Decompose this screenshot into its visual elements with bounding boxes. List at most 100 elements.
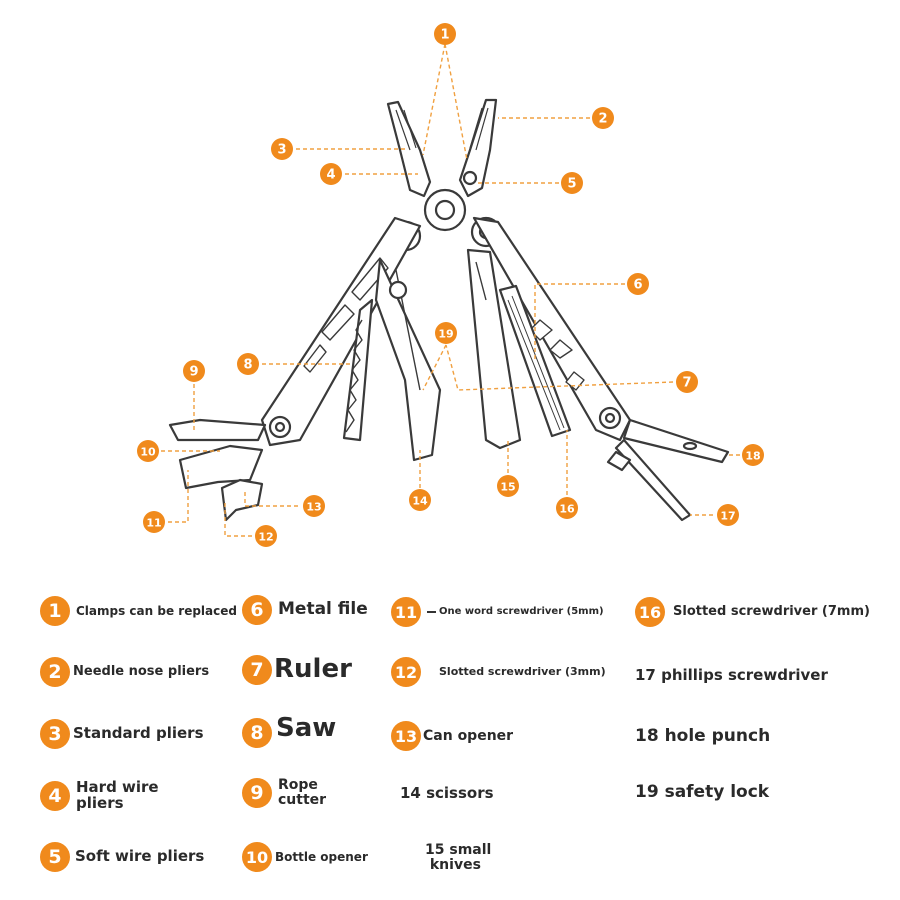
callout-circle bbox=[320, 163, 342, 185]
legend-item-7: 7 Ruler bbox=[242, 655, 352, 685]
callout-circle bbox=[435, 322, 457, 344]
multitool-illustration bbox=[168, 98, 730, 522]
legend-label: 15 small knives bbox=[425, 842, 492, 873]
callout-circle bbox=[183, 360, 205, 382]
legend-item-12: 12 Slotted screwdriver (3mm) bbox=[391, 657, 606, 687]
legend-item-1: 1 Clamps can be replaced bbox=[40, 596, 237, 626]
legend-label: Bottle opener bbox=[275, 849, 368, 864]
bottle-opener bbox=[178, 444, 264, 490]
legend-number-badge: 1 bbox=[40, 596, 70, 626]
callout-11: 11 bbox=[143, 511, 165, 533]
callout-number: 2 bbox=[598, 112, 607, 127]
callout-circle bbox=[742, 444, 764, 466]
legend-number-badge: 7 bbox=[242, 655, 272, 685]
can-opener bbox=[220, 478, 264, 522]
legend-label: Slotted screwdriver (7mm) bbox=[673, 604, 870, 620]
callout-1: 1 bbox=[434, 23, 456, 45]
callout-10: 10 bbox=[137, 440, 159, 462]
legend-number-badge: 4 bbox=[40, 780, 70, 811]
scissors bbox=[374, 258, 442, 462]
legend-number-badge: 9 bbox=[242, 778, 272, 808]
callout-number: 16 bbox=[559, 503, 575, 516]
callout-number: 12 bbox=[258, 531, 273, 544]
dash-mark bbox=[427, 611, 436, 613]
callout-14: 14 bbox=[409, 489, 431, 511]
legend-label: 17 phillips screwdriver bbox=[635, 666, 828, 684]
callout-circle bbox=[409, 489, 431, 511]
legend-item-5: 5 Soft wire pliers bbox=[40, 842, 204, 872]
legend-item-14: 14 scissors bbox=[400, 784, 494, 802]
legend-label: 19 safety lock bbox=[635, 782, 770, 802]
legend-item-6: 6 Metal file bbox=[242, 595, 368, 625]
hole-punch bbox=[622, 418, 730, 464]
legend-label: One word screwdriver (5mm) bbox=[439, 605, 604, 617]
callout-number: 19 bbox=[438, 328, 453, 341]
legend-number-badge: 13 bbox=[391, 721, 421, 751]
legend-item-18: 18 hole punch bbox=[635, 727, 770, 746]
legend-label: Rope cutter bbox=[278, 777, 327, 808]
callout-5: 5 bbox=[561, 172, 583, 194]
callout-7: 7 bbox=[676, 371, 698, 393]
legend-number-badge: 12 bbox=[391, 657, 421, 687]
legend-item-15: 15 small knives bbox=[425, 842, 492, 873]
saw-blade bbox=[342, 298, 374, 442]
legend-label: Saw bbox=[276, 713, 337, 744]
callout-number: 9 bbox=[189, 365, 198, 380]
legend-label: Can opener bbox=[423, 727, 514, 744]
callout-circle bbox=[676, 371, 698, 393]
callout-19: 19 bbox=[435, 322, 457, 344]
callout-circle bbox=[592, 107, 614, 129]
legend-number-badge: 16 bbox=[635, 597, 665, 627]
callout-number: 1 bbox=[440, 28, 449, 43]
callout-number: 10 bbox=[140, 446, 156, 459]
callout-number: 17 bbox=[720, 510, 735, 523]
legend-item-4: 4 Hard wire pliers bbox=[40, 778, 159, 812]
legend-item-11: 11 One word screwdriver (5mm) bbox=[391, 597, 604, 627]
callout-number: 11 bbox=[146, 517, 161, 530]
callout-2: 2 bbox=[592, 107, 614, 129]
callout-12: 12 bbox=[255, 525, 277, 547]
legend-number-badge: 2 bbox=[40, 657, 70, 687]
callout-number: 4 bbox=[326, 168, 335, 183]
legend-number-badge: 11 bbox=[391, 597, 421, 627]
callout-circle bbox=[137, 440, 159, 462]
callout-circle bbox=[717, 504, 739, 526]
callout-15: 15 bbox=[497, 475, 519, 497]
callout-number: 8 bbox=[243, 358, 252, 373]
legend-label: Hard wire pliers bbox=[76, 778, 159, 812]
legend-item-13: 13 Can opener bbox=[391, 721, 513, 751]
legend-item-9: 9 Rope cutter bbox=[242, 778, 326, 808]
callout-13: 13 bbox=[303, 495, 325, 517]
legend-item-16: 16 Slotted screwdriver (7mm) bbox=[635, 597, 870, 627]
leader-lines bbox=[161, 43, 740, 537]
legend-number-badge: 6 bbox=[242, 595, 272, 625]
legend-label: Slotted screwdriver (3mm) bbox=[439, 665, 606, 679]
callout-9: 9 bbox=[183, 360, 205, 382]
callout-18: 18 bbox=[742, 444, 764, 466]
phillips-screwdriver bbox=[614, 438, 692, 522]
plier-jaw-left bbox=[386, 100, 432, 198]
legend-label: Ruler bbox=[274, 654, 352, 685]
legend-item-2: 2 Needle nose pliers bbox=[40, 657, 209, 687]
legend-number-badge: 3 bbox=[40, 719, 70, 749]
callout-number: 18 bbox=[745, 450, 760, 463]
legend-label: 14 scissors bbox=[400, 784, 494, 802]
legend-label: Clamps can be replaced bbox=[76, 603, 237, 618]
legend-item-17: 17 phillips screwdriver bbox=[635, 666, 828, 684]
callout-circle bbox=[627, 273, 649, 295]
callout-17: 17 bbox=[717, 504, 739, 526]
callout-circle bbox=[271, 138, 293, 160]
callout-circle bbox=[556, 497, 578, 519]
pivot-main bbox=[423, 188, 467, 232]
legend-item-10: 10 Bottle opener bbox=[242, 842, 368, 872]
callout-4: 4 bbox=[320, 163, 342, 185]
callout-circle bbox=[561, 172, 583, 194]
legend-label: Metal file bbox=[278, 599, 368, 620]
legend-number-badge: 5 bbox=[40, 842, 70, 872]
callout-circle bbox=[255, 525, 277, 547]
callout-circle bbox=[303, 495, 325, 517]
callout-circle bbox=[143, 511, 165, 533]
legend-item-19: 19 safety lock bbox=[635, 782, 770, 802]
